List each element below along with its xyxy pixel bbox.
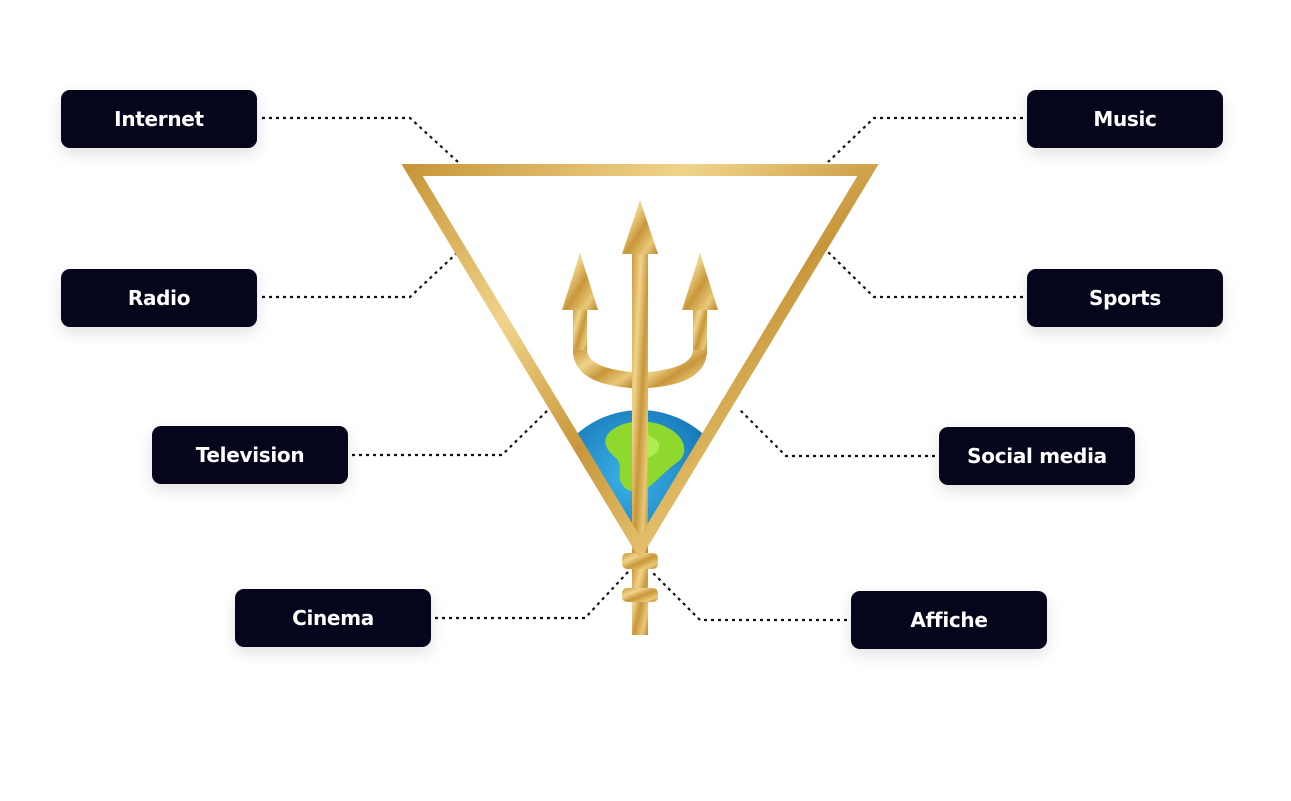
label-social-media: Social media [939, 427, 1135, 485]
connector-television [352, 409, 549, 457]
triangle-frame-icon [401, 164, 879, 560]
label-sports: Sports [1027, 269, 1223, 327]
connector-radio [262, 251, 459, 299]
connector-affiche [651, 571, 847, 622]
connector-music [827, 116, 1023, 163]
connector-sports [827, 251, 1023, 299]
label-cinema: Cinema [235, 589, 431, 647]
connector-cinema [435, 571, 629, 620]
label-music: Music [1027, 90, 1223, 148]
trident-icon [562, 200, 718, 635]
connector-internet [262, 116, 459, 163]
label-television: Television [152, 426, 348, 484]
connector-social-media [739, 409, 935, 458]
label-radio: Radio [61, 269, 257, 327]
label-internet: Internet [61, 90, 257, 148]
label-affiche: Affiche [851, 591, 1047, 649]
